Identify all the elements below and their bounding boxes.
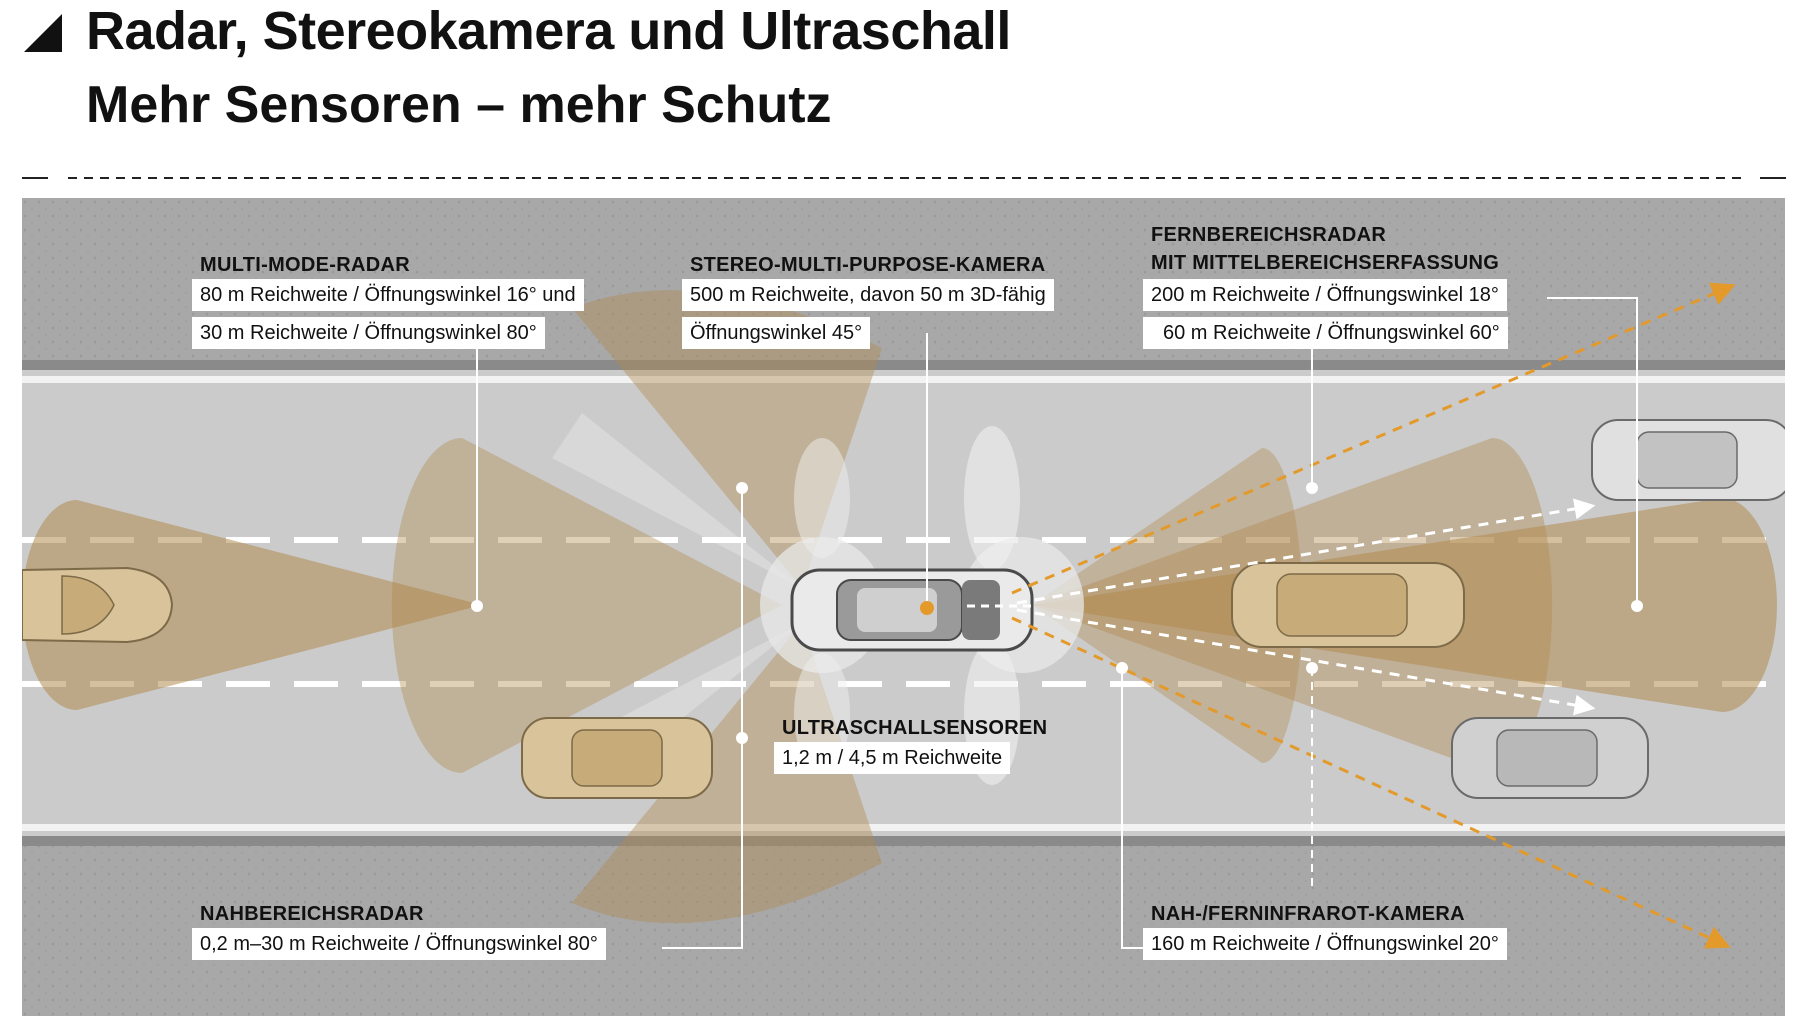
dashed-separator [22,177,1786,179]
car-rear-follower [22,566,174,644]
arrow-icon [1016,498,1596,605]
arrow-icon [1011,282,1736,595]
stereo-camera-title: STEREO-MULTI-PURPOSE-KAMERA [690,254,1046,276]
multi-mode-radar-title: MULTI-MODE-RADAR [200,254,410,276]
car-front-middle [1231,562,1465,648]
multi-mode-radar-spec-2: 30 m Reichweite / Öffnungswinkel 80° [192,317,545,349]
road-edge-bottom [22,824,1785,831]
page-title: Radar, Stereokamera und Ultraschall [86,1,1011,61]
leader-endpoints [471,482,1643,744]
arrow-icon [1016,608,1596,716]
stereo-camera-spec-1: 500 m Reichweite, davon 50 m 3D-fähig [682,279,1054,311]
infrared-camera-title: NAH-/FERNINFRAROT-KAMERA [1151,903,1465,925]
page-subtitle: Mehr Sensoren – mehr Schutz [86,76,832,134]
infrared-camera-spec-1: 160 m Reichweite / Öffnungswinkel 20° [1143,928,1507,960]
short-range-radar-spec-1: 0,2 m–30 m Reichweite / Öffnungswinkel 8… [192,928,606,960]
car-ego [790,568,1034,652]
road-edge-top [22,376,1785,383]
ultrasonic-spec-1: 1,2 m / 4,5 m Reichweite [774,742,1011,774]
car-front-right [1591,419,1785,501]
long-range-radar-spec-1: 200 m Reichweite / Öffnungswinkel 18° [1143,279,1507,311]
range-arrows [967,282,1736,949]
car-front-left [1451,717,1649,799]
long-range-radar-title-1: FERNBEREICHSRADAR [1151,224,1387,246]
stereo-camera-spec-2: Öffnungswinkel 45° [682,317,871,349]
leader-lines [476,297,1638,949]
long-range-radar-spec-2: 60 m Reichweite / Öffnungswinkel 60° [1143,317,1508,349]
rear-radar-wide-cone [391,438,782,773]
short-range-radar-title: NAHBEREICHSRADAR [200,903,424,925]
title-triangle-icon [24,14,62,52]
arrow-icon [1011,616,1731,949]
ultrasonic-title: ULTRASCHALLSENSOREN [782,717,1048,739]
rear-radar-long-cone [22,500,482,710]
car-rear-left [521,717,713,799]
multi-mode-radar-spec-1: 80 m Reichweite / Öffnungswinkel 16° und [192,279,584,311]
sensor-diagram: MULTI-MODE-RADAR 80 m Reichweite / Öffnu… [22,198,1785,1016]
long-range-radar-title-2: MIT MITTELBEREICHSERFASSUNG [1151,252,1500,274]
